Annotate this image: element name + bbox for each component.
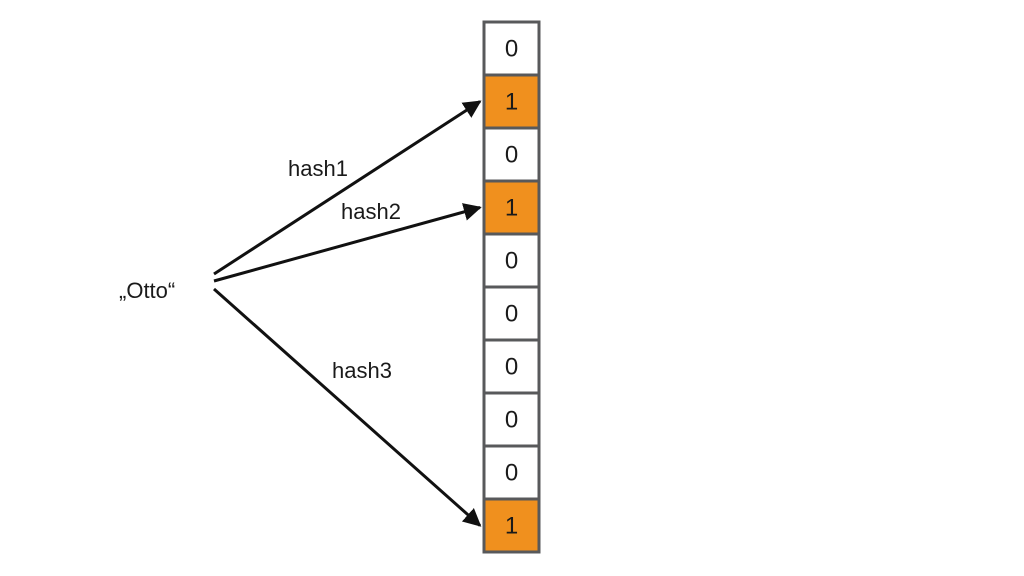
bit-cell-box (482, 126, 541, 183)
hash-arrows (213, 100, 482, 527)
bit-cell-1: 1 (482, 73, 541, 130)
hash3-arrow (213, 287, 482, 527)
bit-value: 0 (505, 248, 518, 275)
bit-cell-box (482, 20, 541, 77)
bit-cell-box (482, 73, 541, 130)
bit-value: 0 (505, 407, 518, 434)
bit-value: 1 (505, 195, 518, 222)
bit-value: 0 (505, 301, 518, 328)
bit-cell-3: 1 (482, 179, 541, 236)
bit-cell-0: 0 (482, 20, 541, 77)
bit-cell-9: 1 (482, 497, 541, 554)
bit-cell-7: 0 (482, 391, 541, 448)
bit-cell-box (482, 444, 541, 501)
bit-cell-8: 0 (482, 444, 541, 501)
bit-value: 0 (505, 36, 518, 63)
hash3-label: hash3 (332, 358, 392, 383)
bit-value: 0 (505, 354, 518, 381)
hash2-label: hash2 (341, 199, 401, 224)
hash2-arrow (213, 203, 482, 283)
bit-array: 0 1 0 1 0 0 0 0 0 1 (482, 20, 541, 554)
bit-cell-box (482, 497, 541, 554)
bit-value: 1 (505, 89, 518, 116)
bit-value: 0 (505, 460, 518, 487)
bit-cell-4: 0 (482, 232, 541, 289)
bit-cell-2: 0 (482, 126, 541, 183)
hash1-label: hash1 (288, 156, 348, 181)
input-label: „Otto“ (119, 278, 175, 303)
bit-cell-box (482, 391, 541, 448)
hash1-arrow (213, 100, 482, 276)
bit-value: 1 (505, 513, 518, 540)
bit-cell-5: 0 (482, 285, 541, 342)
bit-value: 0 (505, 142, 518, 169)
bit-cell-box (482, 338, 541, 395)
bit-cell-6: 0 (482, 338, 541, 395)
